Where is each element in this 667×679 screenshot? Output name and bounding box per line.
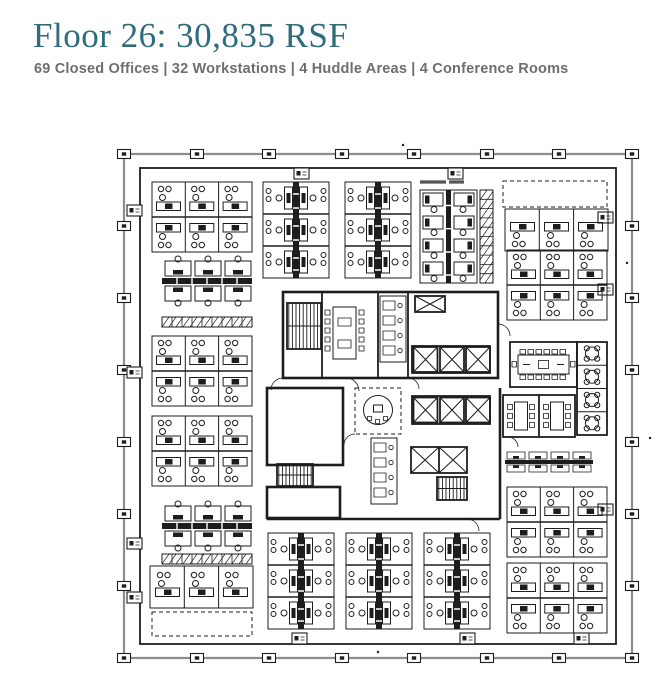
office-cluster-top-2 [345,182,411,278]
office-cluster-bottom-2 [346,533,412,629]
office-cluster-left-3 [152,416,252,486]
core-corridor-walls [267,388,502,521]
elevator-single [414,295,446,313]
locker-strip-top [479,189,494,284]
restroom-2 [370,437,398,505]
stairs-1 [286,302,322,350]
workstation-bench-left-2 [162,501,252,565]
core-room-left-lower [265,485,342,520]
elevator-pair [410,446,468,474]
stairs-3 [436,476,468,501]
restroom-1 [379,295,407,363]
office-cluster-bottom-1 [268,533,334,629]
meeting-rooms [503,395,575,437]
huddle-rooms [577,342,607,435]
office-cluster-topright-1 [505,209,608,251]
column-grid [116,143,652,664]
elevator-bank-2 [411,395,491,425]
open-area-dashed-left [151,611,253,637]
workstation-bench-right [504,451,594,473]
stairs-2 [276,463,314,487]
building-core [265,290,519,532]
open-area-dashed-right [502,180,608,208]
conference-room-large [509,341,578,388]
office-cluster-left-2 [152,336,252,406]
reception-round-feature [354,387,402,435]
core-room-left [265,386,345,467]
elevator-bank-1 [411,345,491,374]
workstation-bench-top [420,180,477,283]
header: Floor 26: 30,835 RSF 69 Closed Offices |… [33,16,568,77]
office-cluster-topright-2 [507,250,607,320]
lease-boundary [139,167,617,645]
office-cluster-left-1 [152,182,252,252]
office-cluster-left-4 [150,566,253,608]
conference-room-core [324,306,365,360]
office-cluster-bottomright-1 [507,487,607,557]
page-title: Floor 26: 30,835 RSF [33,16,349,55]
office-cluster-top-1 [263,182,329,278]
office-cluster-bottomright-2 [507,563,607,633]
workstation-bench-left-1 [162,256,252,328]
page-subtitle: 69 Closed Offices | 32 Workstations | 4 … [34,61,569,78]
door-swings [270,323,519,532]
office-cluster-bottom-3 [424,533,490,629]
